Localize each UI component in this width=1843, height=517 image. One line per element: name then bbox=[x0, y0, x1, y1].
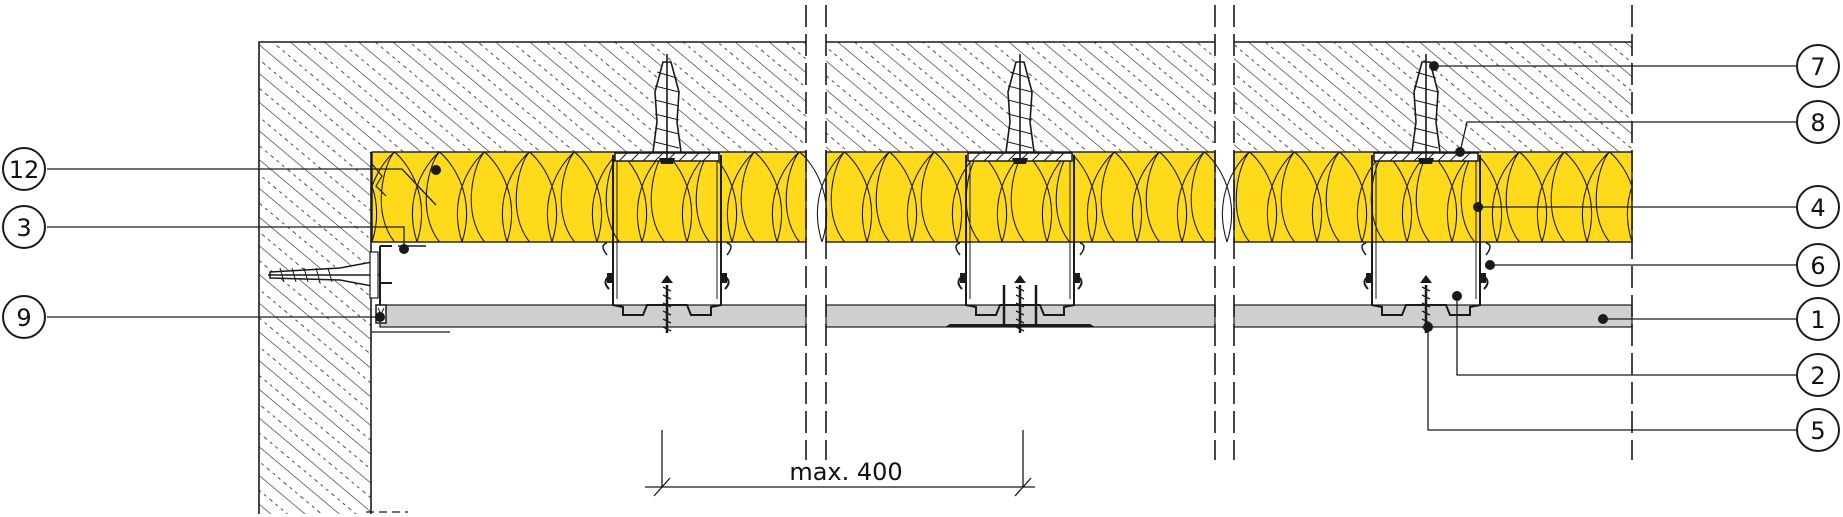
callout-5: 5 bbox=[1796, 408, 1840, 452]
callout-12: 12 bbox=[2, 147, 46, 191]
callout-3: 3 bbox=[2, 205, 46, 249]
callout-4: 4 bbox=[1796, 185, 1840, 229]
callout-1: 1 bbox=[1796, 297, 1840, 341]
callout-4-label: 4 bbox=[1810, 194, 1825, 222]
leader-dots bbox=[375, 61, 1608, 332]
insulation-texture bbox=[372, 152, 1632, 242]
callout-6-label: 6 bbox=[1810, 252, 1825, 280]
callout-7-label: 7 bbox=[1810, 53, 1825, 81]
callout-1-label: 1 bbox=[1810, 306, 1825, 334]
callout-5-label: 5 bbox=[1810, 417, 1825, 445]
callout-2: 2 bbox=[1796, 353, 1840, 397]
dimension-label: max. 400 bbox=[789, 458, 902, 486]
break-lines bbox=[805, 5, 1633, 460]
callout-9-label: 9 bbox=[16, 304, 31, 332]
callout-8-label: 8 bbox=[1810, 109, 1825, 137]
callout-3-label: 3 bbox=[16, 214, 31, 242]
profile-assembly-2 bbox=[954, 53, 1086, 335]
dimension-line bbox=[645, 430, 1035, 497]
callout-8: 8 bbox=[1796, 100, 1840, 144]
callout-7: 7 bbox=[1796, 44, 1840, 88]
callout-6: 6 bbox=[1796, 243, 1840, 287]
leader-lines bbox=[47, 65, 1818, 431]
callout-9: 9 bbox=[2, 295, 46, 339]
insulation-layer bbox=[371, 151, 1633, 243]
board-layer bbox=[372, 304, 1633, 333]
callout-12-label: 12 bbox=[9, 156, 40, 184]
callout-2-label: 2 bbox=[1810, 362, 1825, 390]
